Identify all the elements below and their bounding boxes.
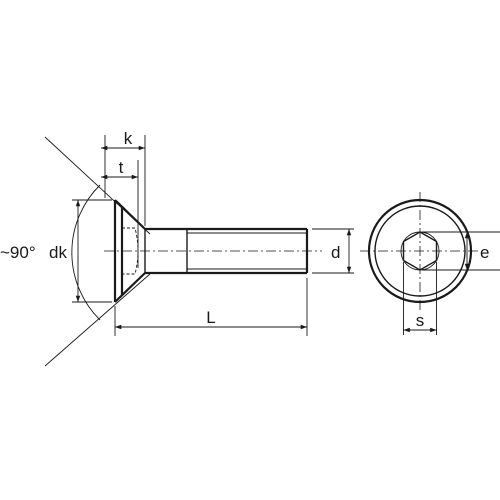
label-k: k xyxy=(124,129,133,148)
label-e: e xyxy=(480,243,489,262)
label-t: t xyxy=(119,158,124,177)
label-s: s xyxy=(416,311,425,330)
end-view: e s xyxy=(360,192,500,335)
label-L: L xyxy=(206,308,215,327)
head-cone-upper xyxy=(114,199,146,230)
side-view: k t dk ~90° d L xyxy=(0,129,354,367)
head-cone-lower xyxy=(114,272,146,303)
label-d: d xyxy=(331,243,340,262)
angle-arc xyxy=(71,184,101,321)
label-angle: ~90° xyxy=(0,243,36,262)
label-dk: dk xyxy=(49,243,67,262)
angle-guide-lower xyxy=(44,273,151,367)
